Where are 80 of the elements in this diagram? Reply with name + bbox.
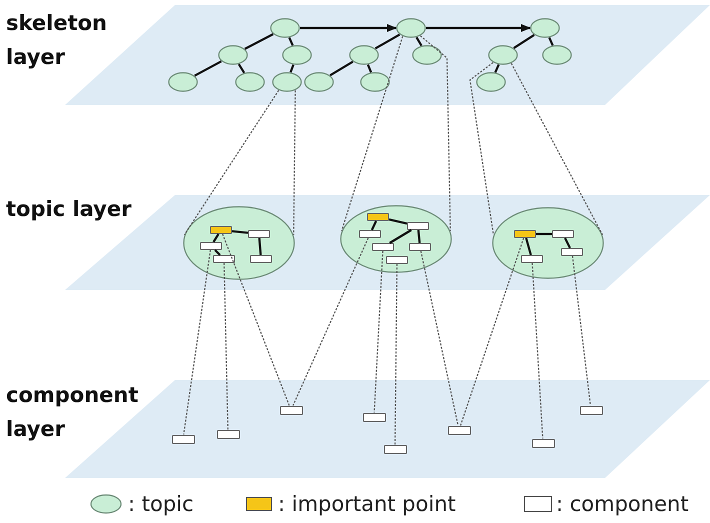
component-box [250,255,272,263]
dotted-line [510,63,604,236]
connector-line [214,249,221,256]
legend-label: : component [556,491,689,518]
connector-line [513,34,535,49]
topic-circle [168,72,198,92]
connector-line [244,33,274,50]
important-point-box [367,213,389,221]
arrow [426,24,531,32]
topic-circle [349,45,379,65]
connector-line [374,34,400,50]
topic-circle [488,45,518,65]
connector-line [238,64,246,74]
topic-ellipse [492,207,604,279]
component-box [561,248,583,256]
connector-line [525,238,532,256]
arrow [300,24,397,32]
layer-label: topic layer [6,196,132,223]
component-box [552,230,574,238]
component-box [359,230,381,238]
component-box [372,243,394,251]
important-point-box [514,230,536,238]
component-box [200,242,222,250]
dotted-line [341,36,404,232]
connector-line [258,238,262,256]
topic-ellipse [183,206,295,280]
topic-circle [235,72,265,92]
dotted-line [394,264,398,444]
connector-line [417,230,421,244]
dotted-line [572,256,592,406]
connector-line [290,64,294,73]
topic-circle [542,45,572,65]
topic-circle [270,18,300,38]
dotted-line [469,62,494,235]
topic-circle [272,72,302,92]
topic-circle [360,72,390,92]
connector-line [389,229,412,244]
legend-label: : topic [128,491,194,518]
connector-line [370,220,378,230]
dotted-line [374,250,384,413]
component-box [409,243,431,251]
connector-line [194,60,222,77]
connector-line [564,238,571,248]
connector-line [536,232,552,236]
topic-circle [412,45,442,65]
dotted-line [293,90,296,235]
dotted-line [222,234,290,406]
dotted-line [420,35,451,231]
dotted-line [184,90,280,236]
connector-line [288,37,294,46]
connector-line [494,64,500,73]
dotted-line [224,262,228,430]
connector-line [416,36,422,46]
dotted-line [183,250,212,435]
topic-circle [530,18,560,38]
component-box [521,255,543,263]
topic-circle [282,45,312,65]
dotted-line [532,262,544,439]
connector-line [548,37,554,46]
connector-line [212,233,220,243]
connector-line [330,60,354,76]
component-box [248,230,270,238]
connector-line [232,230,248,234]
legend-label: : important point [278,491,456,518]
topic-circle [218,45,248,65]
important-point-box [210,226,232,234]
topic-circle [476,72,506,92]
connector-line [388,218,408,225]
component-box [386,256,408,264]
connector-line [366,64,372,73]
topic-circle [304,72,334,92]
topic-ellipse [340,205,452,273]
layer-label: component layer [6,382,140,443]
dotted-line [420,250,459,426]
dotted-line [292,238,369,406]
layer-label: skeleton layer [6,10,108,71]
component-box [407,222,429,230]
dotted-line [460,238,524,426]
topic-circle [396,18,426,38]
component-box [213,255,235,263]
